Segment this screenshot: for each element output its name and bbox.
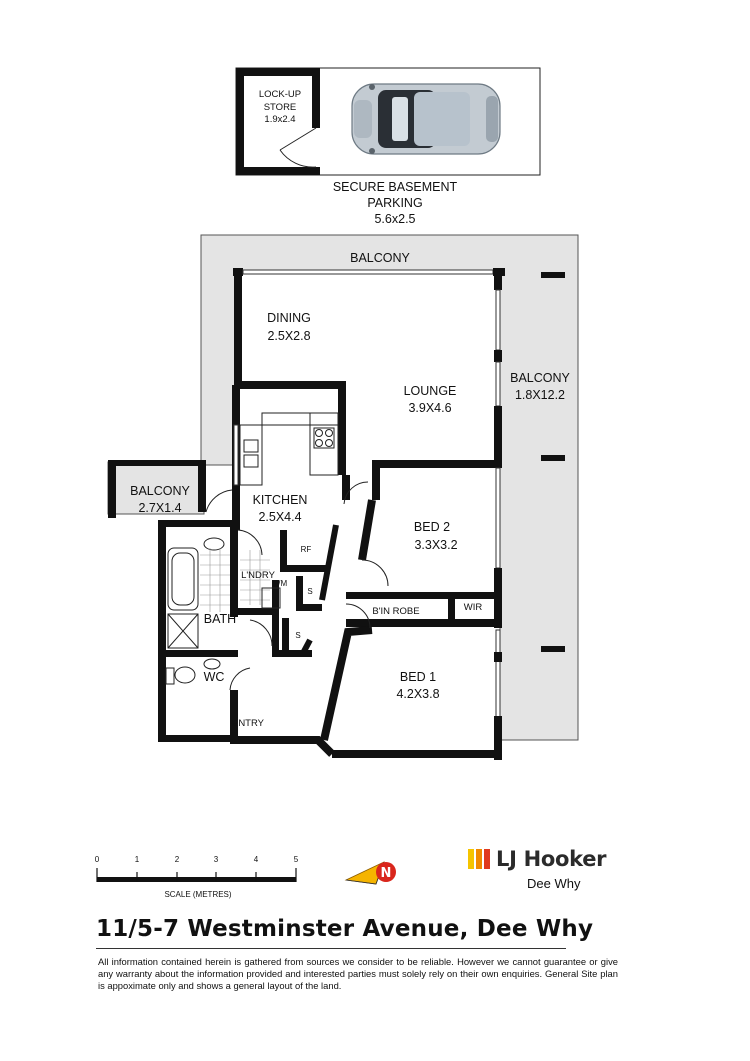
brand-bar-red (484, 849, 490, 869)
parking-name1: SECURE BASEMENT (333, 180, 458, 194)
balcony-left-size: 2.7X1.4 (138, 501, 181, 515)
bed2-name: BED 2 (414, 520, 450, 534)
balcony-right-name: BALCONY (510, 371, 570, 385)
washing-machine-label: WM (273, 579, 288, 588)
scale-tick-5: 5 (294, 855, 299, 864)
laundry-name: L'NDRY (241, 570, 276, 581)
room-labels: BALCONY DINING 2.5X2.8 LOUNGE 3.9X4.6 BA… (130, 251, 570, 729)
brand-mark-icon (468, 849, 490, 869)
brand-bar-orange (476, 849, 482, 869)
kitchen-size: 2.5X4.4 (258, 510, 301, 524)
scale-label: SCALE (METRES) (164, 890, 231, 899)
wc-name: WC (204, 670, 225, 684)
lockup-store-size: 1.9x2.4 (264, 114, 295, 125)
fridge-label: RF (301, 545, 312, 554)
scale-tick-3: 3 (214, 855, 219, 864)
storage-2-label: S (295, 631, 300, 640)
brand-name: LJ Hooker (496, 847, 607, 871)
robe-name: B'IN ROBE (372, 606, 419, 617)
balcony-right-size: 1.8X12.2 (515, 388, 565, 402)
office-name: Dee Why (527, 876, 581, 891)
disclaimer-text: All information contained herein is gath… (98, 956, 618, 991)
parking-size: 5.6x2.5 (374, 212, 415, 226)
parking-name2: PARKING (367, 196, 422, 210)
apartment-walls (158, 268, 505, 760)
scale-tick-1: 1 (135, 855, 140, 864)
north-letter: N (381, 866, 392, 881)
scale-tick-2: 2 (175, 855, 180, 864)
kitchen-name: KITCHEN (253, 493, 308, 507)
wir-name: WIR (464, 602, 483, 613)
brand-bar-yellow (468, 849, 474, 869)
bed1-name: BED 1 (400, 670, 436, 684)
property-address: 11/5-7 Westminster Avenue, Dee Why (96, 916, 594, 942)
bathroom-tiles (200, 548, 270, 612)
north-arrow-icon: N (344, 861, 396, 885)
bed1-size: 4.2X3.8 (396, 687, 439, 701)
lounge-size: 3.9X4.6 (408, 401, 451, 415)
dining-size: 2.5X2.8 (267, 329, 310, 343)
dining-name: DINING (267, 311, 311, 325)
balcony-left-name: BALCONY (130, 484, 190, 498)
entry-name: ENTRY (232, 718, 265, 729)
scale-tick-0: 0 (95, 855, 100, 864)
balcony-top-label: BALCONY (350, 251, 410, 265)
car-icon (351, 83, 501, 155)
address-divider (96, 948, 566, 949)
fixtures (165, 412, 389, 691)
bath-name: BATH (204, 612, 236, 626)
scale-tick-4: 4 (254, 855, 259, 864)
balconies (107, 234, 579, 741)
lockup-store-name1: LOCK-UP (259, 89, 301, 100)
lockup-store-name2: STORE (264, 102, 297, 113)
storage-1-label: S (307, 587, 312, 596)
basement-area: LOCK-UP STORE 1.9x2.4 SECURE BASEMENT PA… (235, 67, 541, 226)
lounge-name: LOUNGE (404, 384, 457, 398)
scale-bar: 0 1 2 3 4 5 SCALE (METRES) (95, 855, 299, 899)
brand-logo: LJ Hooker (468, 846, 607, 872)
bed2-size: 3.3X3.2 (414, 538, 457, 552)
